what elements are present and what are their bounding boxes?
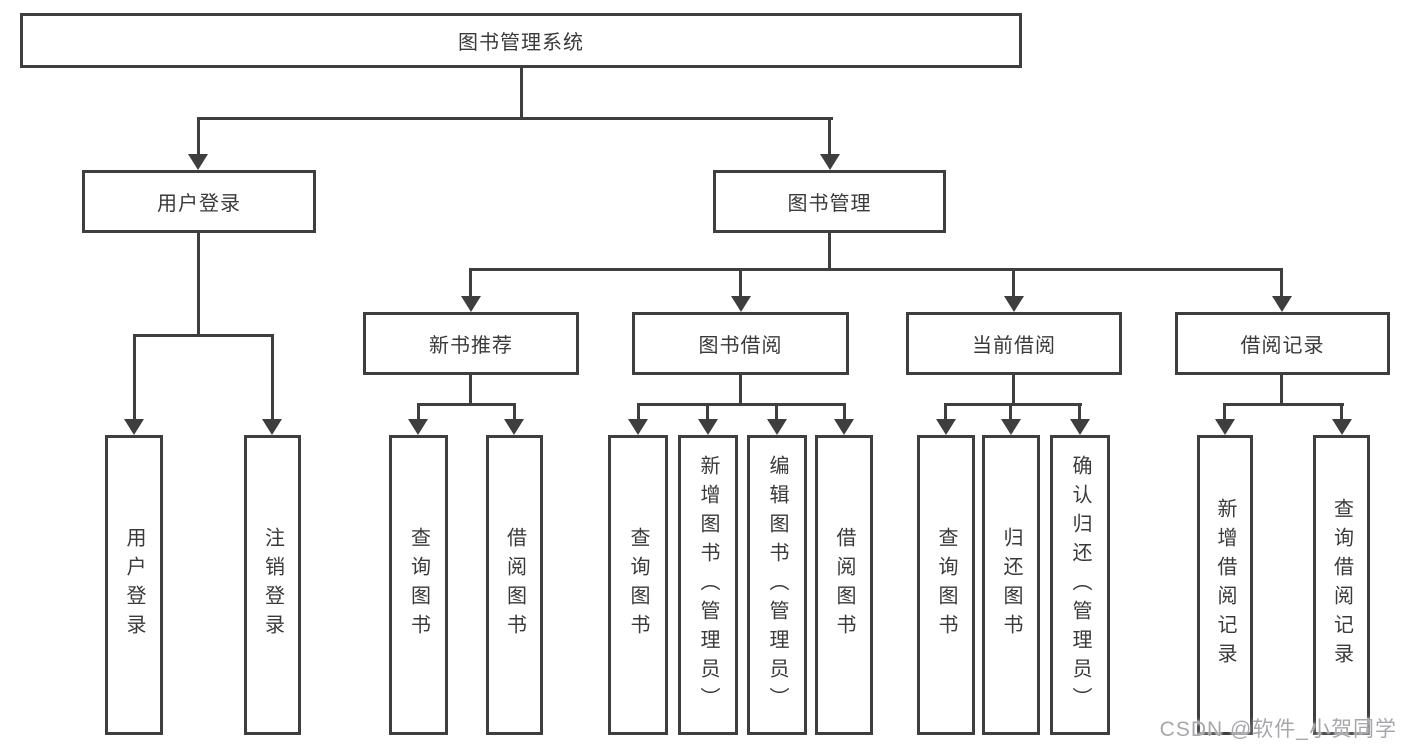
- connector-line: [1223, 403, 1344, 406]
- node-label-borrow-borrow: 借阅图书: [833, 527, 855, 643]
- arrowhead-down-icon: [124, 419, 144, 435]
- arrowhead-down-icon: [1001, 419, 1021, 435]
- arrowhead-down-icon: [628, 419, 648, 435]
- connector-line: [775, 403, 778, 423]
- node-label-user-login: 用户登录: [157, 193, 241, 215]
- csdn-watermark: CSDN @软件_小贺同学: [1159, 718, 1397, 741]
- node-records-query: 查询借阅记录: [1313, 435, 1370, 735]
- node-user-login: 用户登录: [82, 170, 316, 233]
- connector-line: [1012, 268, 1015, 298]
- node-label-book-mgmt: 图书管理: [787, 193, 872, 215]
- connector-line: [417, 403, 516, 406]
- arrowhead-down-icon: [731, 296, 751, 312]
- node-label-current-borrow: 当前借阅: [972, 335, 1056, 357]
- node-current-confirm: 确认归还（管理员）: [1050, 435, 1110, 735]
- connector-line: [520, 68, 523, 119]
- node-rec-query: 查询图书: [389, 435, 448, 735]
- connector-line: [197, 233, 200, 337]
- connector-line: [843, 403, 846, 423]
- node-borrow-add: 新增图书（管理员）: [678, 435, 738, 735]
- connector-line: [271, 334, 274, 422]
- connector-line: [944, 403, 1082, 406]
- node-borrow-records: 借阅记录: [1175, 312, 1390, 375]
- connector-line: [637, 403, 846, 406]
- node-label-login-logout: 注销登录: [261, 527, 284, 643]
- node-label-current-query: 查询图书: [935, 527, 957, 643]
- connector-line: [1012, 375, 1015, 406]
- arrowhead-down-icon: [1070, 419, 1090, 435]
- connector-line: [1340, 403, 1343, 423]
- connector-line: [469, 268, 472, 298]
- node-label-rec-query: 查询图书: [407, 527, 430, 643]
- connector-line: [828, 233, 831, 270]
- connector-line: [739, 268, 742, 298]
- arrowhead-down-icon: [1004, 296, 1024, 312]
- arrowhead-down-icon: [188, 154, 208, 170]
- connector-line: [513, 403, 516, 423]
- node-current-query: 查询图书: [917, 435, 975, 735]
- node-label-new-book-rec: 新书推荐: [429, 335, 513, 357]
- node-login-user: 用户登录: [105, 435, 163, 735]
- arrowhead-down-icon: [1272, 296, 1292, 312]
- connector-line: [944, 403, 947, 423]
- node-new-book-rec: 新书推荐: [363, 312, 579, 375]
- connector-line: [133, 334, 136, 422]
- node-records-add: 新增借阅记录: [1197, 435, 1253, 735]
- node-label-rec-borrow: 借阅图书: [503, 527, 526, 643]
- connector-line: [1223, 403, 1226, 423]
- connector-line: [1009, 403, 1012, 423]
- arrowhead-down-icon: [936, 419, 956, 435]
- connector-line: [706, 403, 709, 423]
- arrowhead-down-icon: [408, 419, 428, 435]
- connector-line: [469, 268, 1283, 271]
- connector-line: [1280, 375, 1283, 406]
- arrowhead-down-icon: [504, 419, 524, 435]
- node-current-borrow: 当前借阅: [906, 312, 1122, 375]
- arrowhead-down-icon: [767, 419, 787, 435]
- node-label-records-query: 查询借阅记录: [1330, 498, 1353, 672]
- node-label-borrow-add: 新增图书（管理员）: [697, 454, 719, 716]
- arrowhead-down-icon: [1215, 419, 1235, 435]
- connector-line: [417, 403, 420, 423]
- connector-line: [1078, 403, 1081, 423]
- node-borrow-query: 查询图书: [608, 435, 668, 735]
- arrowhead-down-icon: [820, 154, 840, 170]
- node-rec-borrow: 借阅图书: [486, 435, 543, 735]
- node-label-borrow-records: 借阅记录: [1240, 335, 1325, 357]
- node-login-logout: 注销登录: [244, 435, 301, 735]
- arrowhead-down-icon: [1332, 419, 1352, 435]
- arrowhead-down-icon: [262, 419, 282, 435]
- node-borrow-edit: 编辑图书（管理员）: [747, 435, 807, 735]
- node-label-borrow-edit: 编辑图书（管理员）: [766, 454, 788, 716]
- connector-line: [739, 375, 742, 406]
- arrowhead-down-icon: [461, 296, 481, 312]
- node-current-return: 归还图书: [982, 435, 1040, 735]
- node-label-root: 图书管理系统: [458, 32, 584, 54]
- connector-line: [637, 403, 640, 423]
- node-label-current-confirm: 确认归还（管理员）: [1069, 454, 1091, 716]
- connector-line: [197, 117, 200, 157]
- node-book-borrow: 图书借阅: [632, 312, 849, 375]
- node-label-records-add: 新增借阅记录: [1214, 498, 1236, 672]
- connector-line: [469, 375, 472, 406]
- connector-line: [828, 117, 831, 157]
- connector-line: [133, 334, 274, 337]
- node-label-borrow-query: 查询图书: [627, 527, 649, 643]
- arrowhead-down-icon: [698, 419, 718, 435]
- node-label-login-user: 用户登录: [123, 527, 145, 643]
- arrowhead-down-icon: [834, 419, 854, 435]
- node-book-mgmt: 图书管理: [713, 170, 946, 233]
- node-root: 图书管理系统: [20, 13, 1022, 68]
- node-label-current-return: 归还图书: [1000, 527, 1022, 643]
- node-label-book-borrow: 图书借阅: [698, 335, 783, 357]
- connector-line: [1280, 268, 1283, 298]
- node-borrow-borrow: 借阅图书: [815, 435, 873, 735]
- connector-line: [197, 117, 833, 120]
